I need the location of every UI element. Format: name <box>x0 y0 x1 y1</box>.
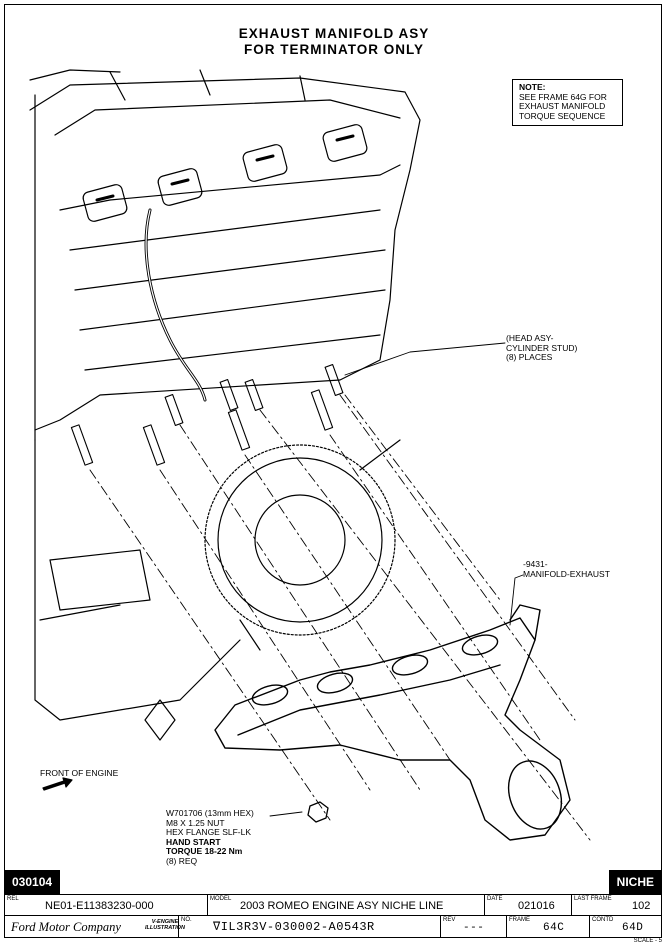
note-line-3: TORQUE SEQUENCE <box>519 110 606 121</box>
rel-label: REL <box>7 896 19 902</box>
manifold-callout: -9431- MANIFOLD-EXHAUST <box>523 559 610 579</box>
nut-callout: W701706 (13mm HEX) M8 X 1.25 NUT HEX FLA… <box>166 808 254 866</box>
frame-value: 64C <box>543 922 565 934</box>
rel-value: NE01-E11383230-000 <box>45 900 154 912</box>
model-cell: MODEL 2003 ROMEO ENGINE ASY NICHE LINE <box>207 894 485 916</box>
date-label: DATE <box>487 896 503 902</box>
cylinder-studs <box>70 363 344 466</box>
number-cell: NO. ∇IL3R3V-030002-A0543R <box>178 915 441 938</box>
drawing-title: EXHAUST MANIFOLD ASY FOR TERMINATOR ONLY <box>0 26 668 58</box>
title-block: REL NE01-E11383230-000 MODEL 2003 ROMEO … <box>4 894 662 938</box>
note-line-1: SEE FRAME 64G FOR <box>519 91 607 102</box>
rel-cell: REL NE01-E11383230-000 <box>4 894 208 916</box>
illustration-mark-line-1: V-ENGINE <box>151 919 179 925</box>
coil-packs <box>82 124 368 222</box>
rev-value: --- <box>463 922 485 934</box>
stud-callout-line-2: CYLINDER STUD) <box>506 342 578 353</box>
nut-callout-line-2: M8 X 1.25 NUT <box>166 817 225 828</box>
engine-block <box>34 439 401 741</box>
stud-callout-line-3: (8) PLACES <box>506 352 553 362</box>
title-line-2: FOR TERMINATOR ONLY <box>243 42 424 57</box>
leader-lines <box>269 342 524 817</box>
title-line-1: EXHAUST MANIFOLD ASY <box>238 26 430 41</box>
nut-callout-line-5: TORQUE 18-22 Nm <box>166 846 243 856</box>
model-label: MODEL <box>210 896 232 902</box>
contd-cell: CONTD 64D <box>589 915 662 938</box>
company-logo: Ford Motor Company <box>11 920 121 934</box>
frame-label: FRAME <box>509 917 530 923</box>
date-cell: DATE 021016 <box>484 894 572 916</box>
exhaust-manifold <box>214 604 571 841</box>
scale-label: SCALE - 5 <box>633 938 662 944</box>
note-line-2: EXHAUST MANIFOLD <box>519 101 606 111</box>
frame-cell: FRAME 64C <box>506 915 590 938</box>
rev-label: REV <box>443 917 456 923</box>
last-frame-cell: LAST FRAME 102 <box>571 894 662 916</box>
nut-callout-line-6: (8) REQ <box>166 855 198 866</box>
torque-note-box: NOTE: SEE FRAME 64G FOR EXHAUST MANIFOLD… <box>512 79 623 126</box>
front-of-engine-label: FRONT OF ENGINE <box>40 768 119 778</box>
assembly-lines <box>89 394 591 841</box>
note-heading: NOTE: <box>519 82 546 92</box>
nut-callout-line-1: W701706 (13mm HEX) <box>166 808 254 818</box>
model-value: 2003 ROMEO ENGINE ASY NICHE LINE <box>240 900 444 912</box>
illustration-mark-line-2: ILLUSTRATION <box>145 925 185 931</box>
flange-nut <box>307 801 329 823</box>
engine-illustration <box>29 69 591 841</box>
contd-value: 64D <box>622 922 644 934</box>
nut-callout-line-3: HEX FLANGE SLF-LK <box>166 827 252 837</box>
illustration-mark: V-ENGINE ILLUSTRATION <box>145 919 185 931</box>
contd-label: CONTD <box>592 917 614 923</box>
manifold-callout-line-2: MANIFOLD-EXHAUST <box>523 568 610 579</box>
stud-callout-line-1: (HEAD ASY- <box>506 333 554 343</box>
banner-line: NICHE <box>608 870 662 894</box>
banner-row: 030104 NICHE <box>4 870 662 894</box>
front-arrow-icon <box>42 777 73 791</box>
cylinder-head <box>29 69 421 441</box>
last-frame-value: 102 <box>632 900 651 912</box>
rev-cell: REV --- <box>440 915 507 938</box>
date-value: 021016 <box>518 900 555 912</box>
stud-callout: (HEAD ASY- CYLINDER STUD) (8) PLACES <box>506 333 578 363</box>
manifold-callout-line-1: -9431- <box>523 559 548 569</box>
no-label: NO. <box>181 917 192 923</box>
banner-code: 030104 <box>4 870 61 894</box>
nut-callout-line-4: HAND START <box>166 836 221 847</box>
last-frame-label: LAST FRAME <box>574 896 612 902</box>
company-cell: Ford Motor Company V-ENGINE ILLUSTRATION <box>4 915 185 938</box>
no-value: ∇IL3R3V-030002-A0543R <box>213 920 375 934</box>
